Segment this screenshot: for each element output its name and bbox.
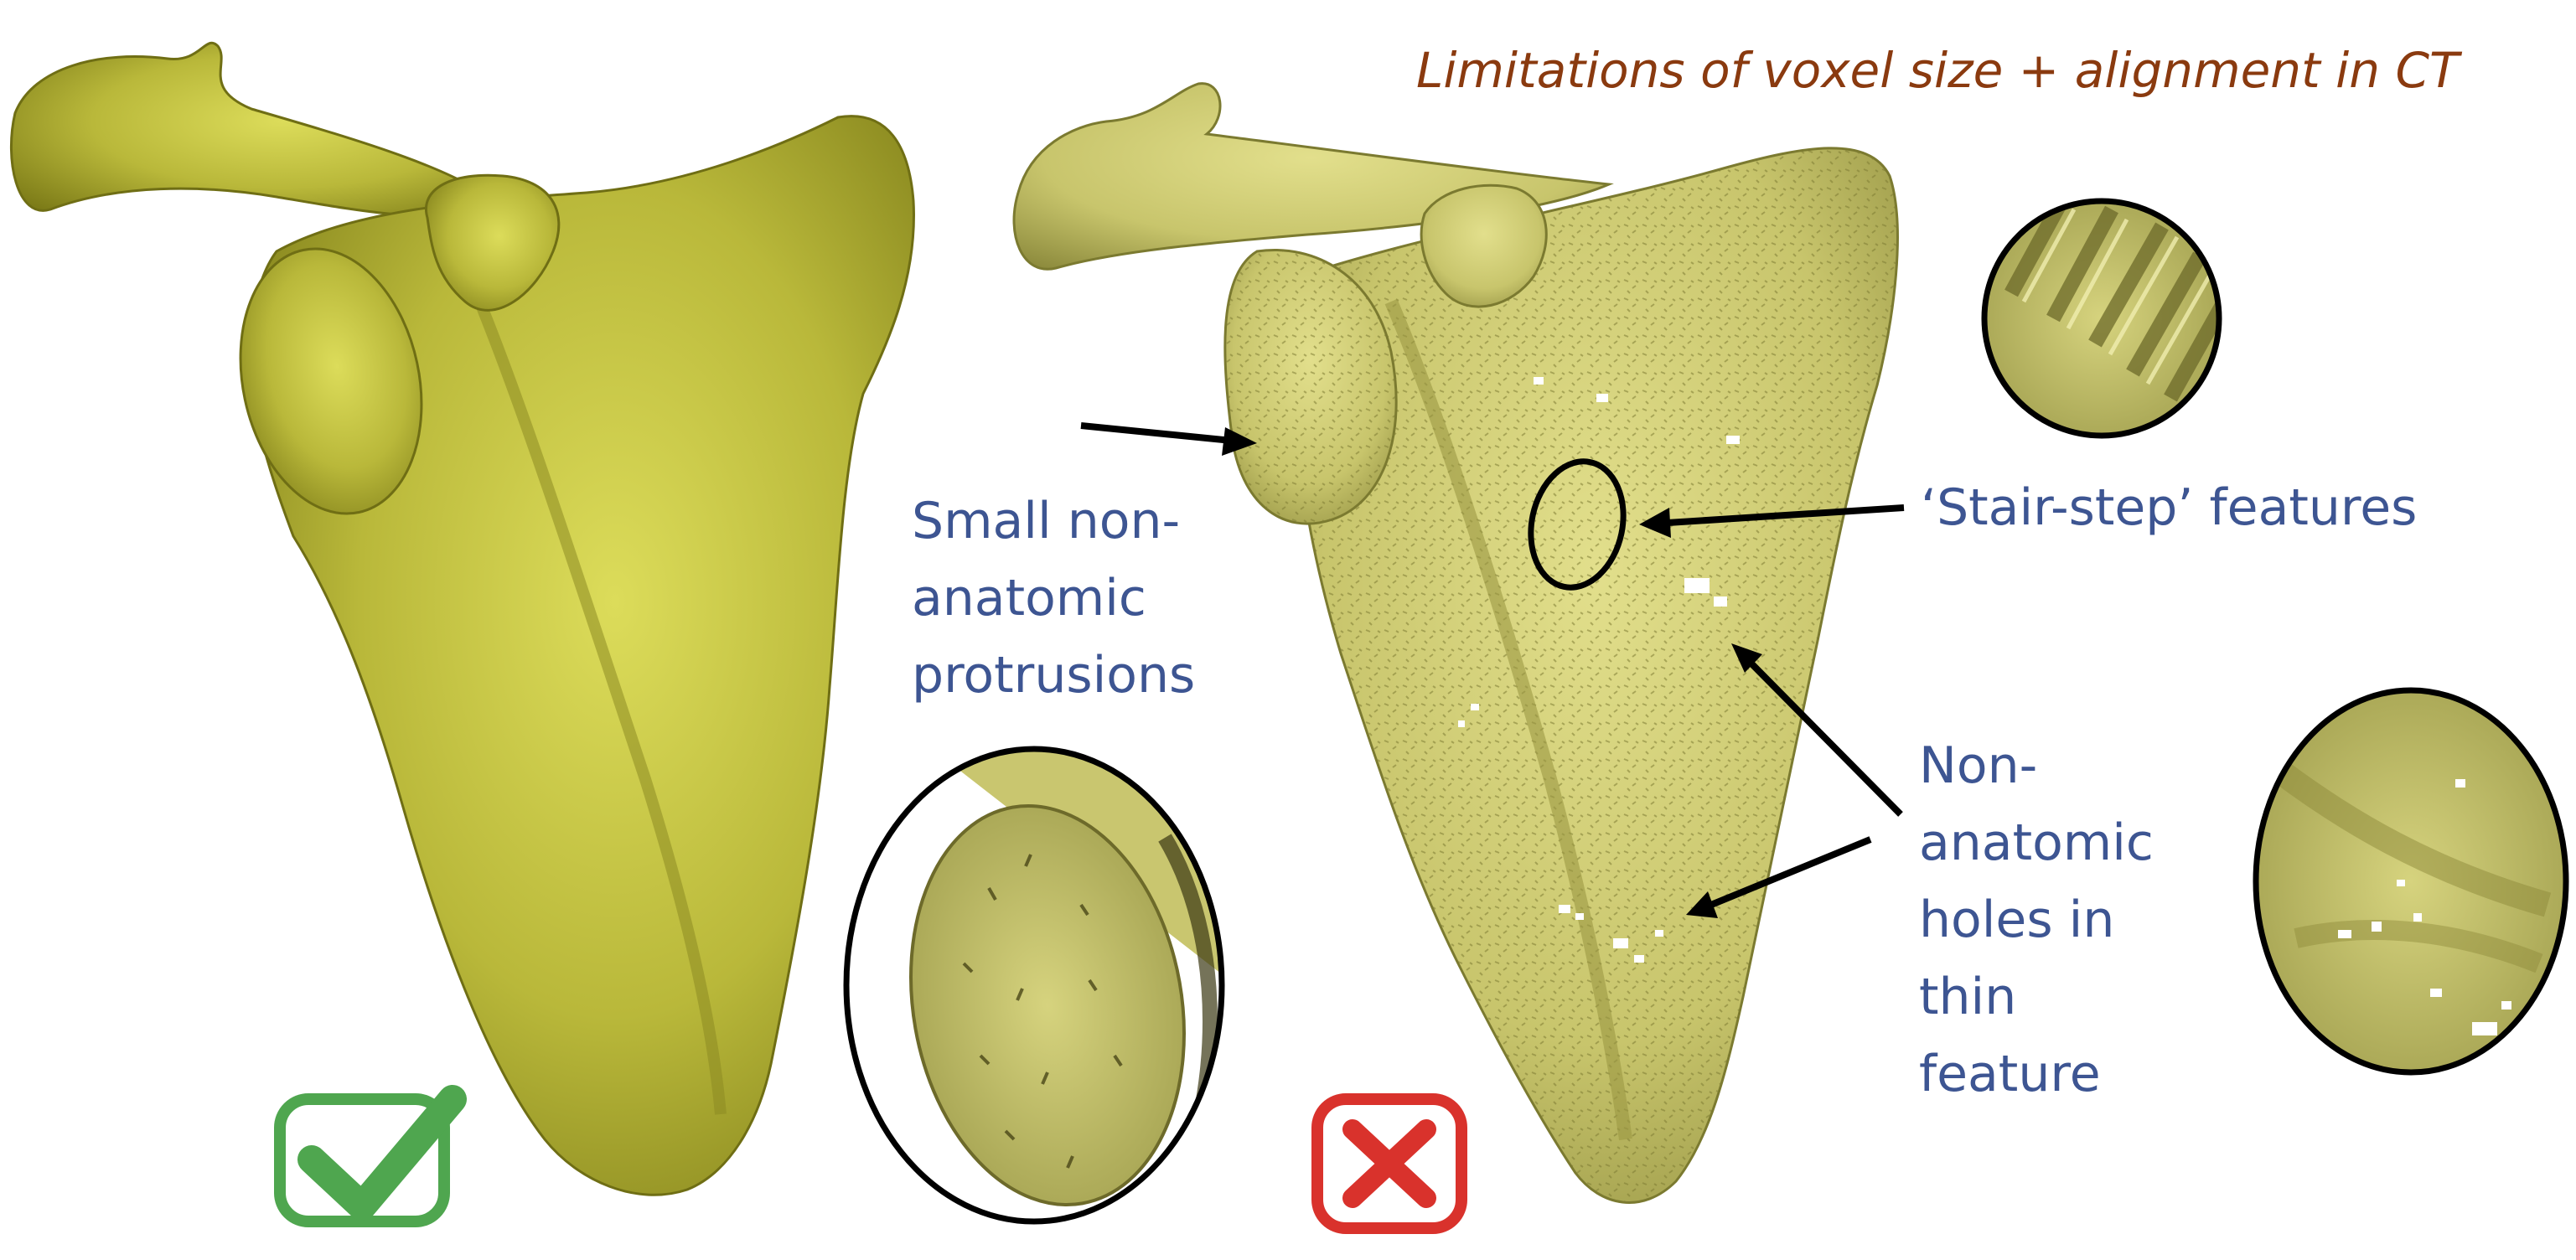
- ct-coracoid: [1420, 183, 1548, 308]
- check-icon: [274, 1085, 467, 1227]
- ct-scapula-model: [1012, 82, 1899, 1204]
- smooth-glenoid: [239, 247, 423, 515]
- stair-step-marker: [1528, 458, 1627, 591]
- protrusions-label: Small non- anatomic protrusions: [912, 492, 1196, 705]
- hole-arrow-upper: [1749, 661, 1903, 817]
- glenoid-zoom-inset: [843, 746, 1225, 1225]
- smooth-acromion: [9, 41, 505, 218]
- hole-arrow-lower: [1710, 836, 1872, 908]
- ct-acromion: [1012, 82, 1614, 271]
- protrusion-arrow: [1080, 422, 1233, 444]
- callout-arrows: [1080, 422, 1905, 918]
- ct-hole-artifacts: [1458, 377, 1740, 963]
- smooth-spine-ridge: [463, 274, 727, 1115]
- figure-title: Limitations of voxel size + alignment in…: [1416, 42, 2460, 99]
- stair-step-zoom-inset: [1981, 198, 2222, 439]
- stair-step-arrow: [1667, 504, 1905, 526]
- cross-icon: [1311, 1093, 1467, 1234]
- stair-step-label: ‘Stair-step’ features: [1921, 478, 2418, 537]
- holes-zoom-inset: [2253, 687, 2569, 1076]
- holes-label: Non- anatomic holes in thin feature: [1919, 736, 2154, 1103]
- smooth-coracoid: [425, 173, 561, 312]
- smooth-scapula-model: [9, 41, 915, 1196]
- ct-spine-ridge: [1384, 298, 1632, 1141]
